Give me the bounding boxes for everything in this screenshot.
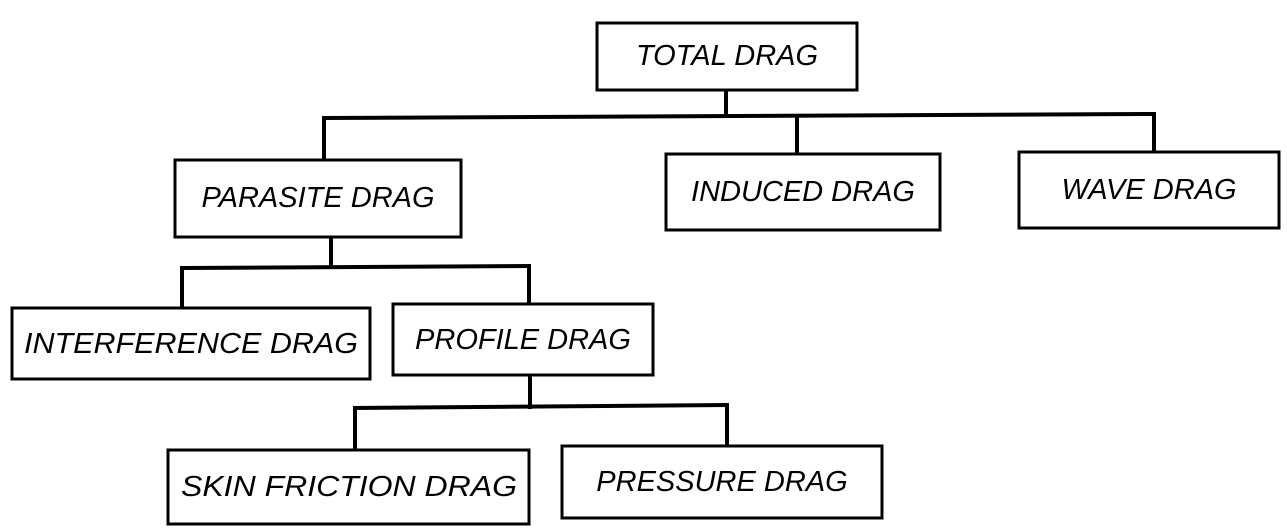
node-skin-friction-drag-label: SKIN FRICTION DRAG bbox=[181, 471, 517, 503]
node-profile-drag: PROFILE DRAG bbox=[391, 302, 655, 377]
connector-total-drag-children bbox=[321, 88, 1157, 162]
node-total-drag-label: TOTAL DRAG bbox=[636, 40, 818, 72]
node-pressure-drag: PRESSURE DRAG bbox=[560, 444, 884, 520]
connector-parasite-drag-children bbox=[179, 235, 532, 310]
node-wave-drag: WAVE DRAG bbox=[1017, 150, 1281, 230]
node-pressure-drag-label: PRESSURE DRAG bbox=[596, 466, 847, 498]
node-parasite-drag-label: PARASITE DRAG bbox=[201, 182, 434, 214]
connector-profile-drag-children bbox=[352, 373, 730, 452]
node-skin-friction-drag: SKIN FRICTION DRAG bbox=[166, 448, 531, 526]
node-interference-drag-label: INTERFERENCE DRAG bbox=[24, 328, 358, 360]
node-parasite-drag: PARASITE DRAG bbox=[173, 158, 463, 239]
node-induced-drag-label: INDUCED DRAG bbox=[691, 176, 915, 208]
node-interference-drag: INTERFERENCE DRAG bbox=[10, 306, 372, 381]
node-profile-drag-label: PROFILE DRAG bbox=[415, 324, 631, 356]
node-wave-drag-label: WAVE DRAG bbox=[1061, 174, 1236, 206]
node-induced-drag: INDUCED DRAG bbox=[664, 152, 942, 232]
node-total-drag: TOTAL DRAG bbox=[595, 21, 859, 92]
